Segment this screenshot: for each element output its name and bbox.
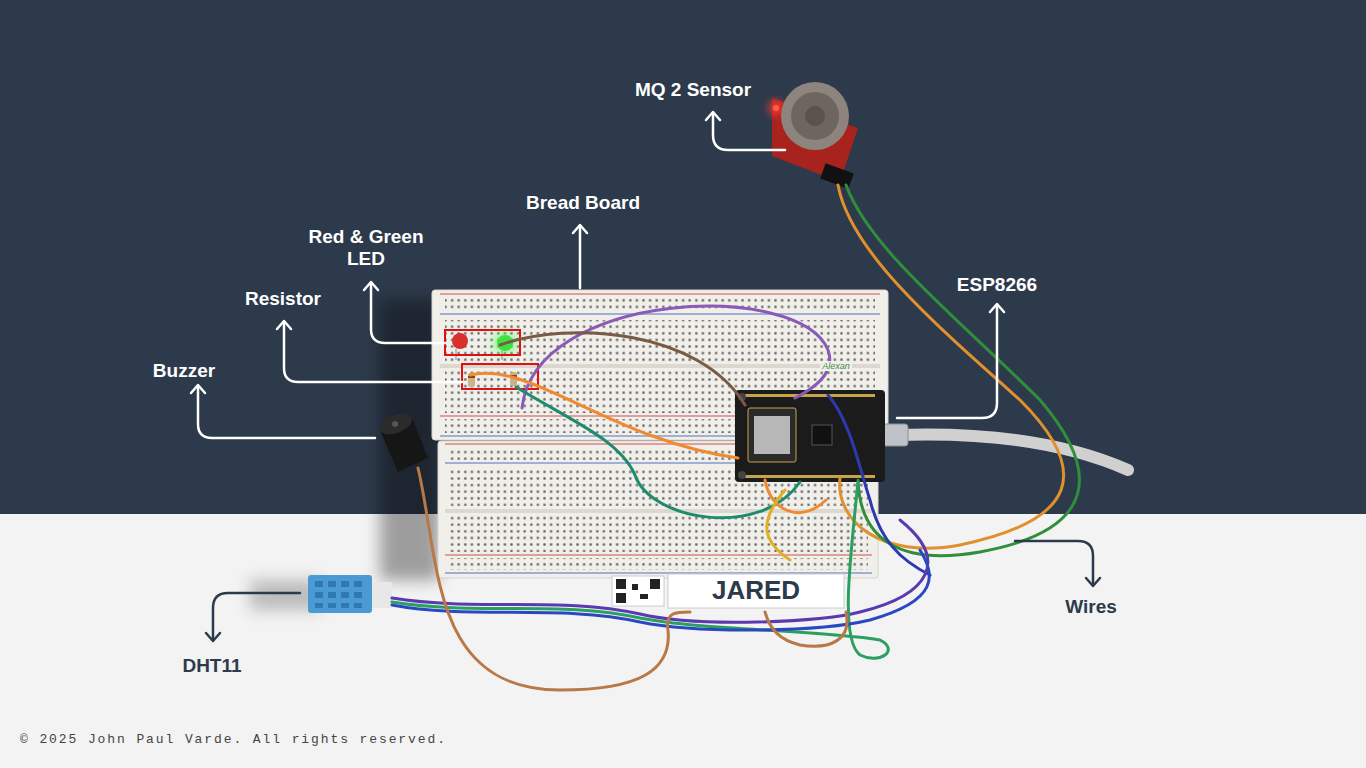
dht11-sensor [308,575,392,613]
shadow [250,300,440,610]
sign-text: JARED [710,576,802,606]
callout-label: ESP8266 [957,274,1037,296]
callout-label: MQ 2 Sensor [635,79,751,101]
copyright-notice: © 2025 John Paul Varde. All rights reser… [20,733,447,748]
callout-label: Red & Green LED [300,226,432,270]
breadboard [432,290,888,578]
dark-ground [0,0,1366,514]
callout-label: Wires [1065,596,1117,618]
jumper-wires [392,185,1079,690]
mq2-sensor [769,82,858,189]
callout-label: Resistor [245,288,321,310]
buzzer-symbol [377,409,428,472]
esp8266-board [735,390,885,482]
leader-arrows [191,112,1004,438]
leader-arrows [206,541,1100,641]
callout-label: DHT11 [182,655,241,677]
usb-cable [895,434,1128,470]
callout-label: Bread Board [526,192,640,214]
brand-text: Alexan [820,361,852,371]
name-sign [612,574,844,608]
callout-label: Buzzer [153,360,215,382]
